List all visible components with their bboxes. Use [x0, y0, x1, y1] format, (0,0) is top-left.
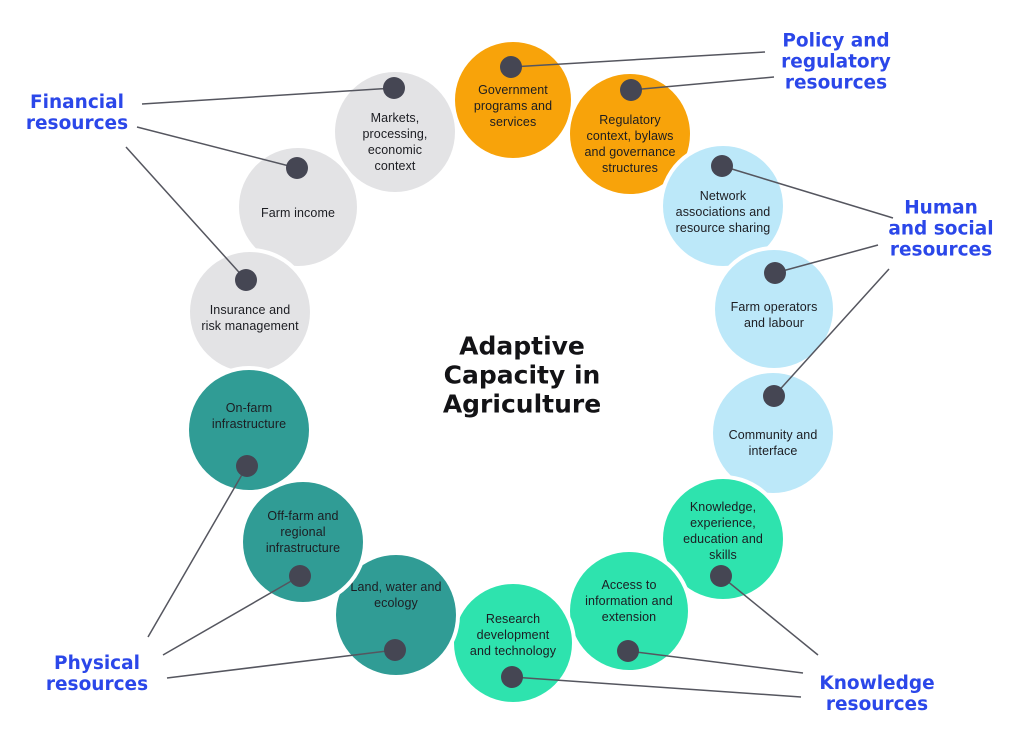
category-label-line: resources — [825, 694, 929, 715]
category-label-line: resources — [889, 239, 993, 261]
category-label-line: and social — [888, 218, 994, 240]
category-label-line: resources — [45, 674, 149, 695]
title-line-1: Adaptive — [459, 331, 585, 361]
category-label-line: Human — [904, 197, 978, 219]
category-label-line: Physical — [54, 653, 140, 674]
category-label-line: resources — [25, 113, 129, 134]
title-line-2: Capacity in — [443, 360, 601, 390]
category-label-line: regulatory — [781, 51, 891, 73]
title-line-3: Agriculture — [442, 389, 602, 419]
category-label-line: Knowledge — [819, 673, 935, 694]
category-label-line: resources — [784, 72, 888, 94]
diagram-title: Adaptive Capacity in Agriculture — [443, 332, 601, 419]
node-label-farm-income: Farm income — [260, 206, 336, 220]
category-label-line: Financial — [30, 92, 124, 113]
category-label-line: Policy and — [782, 30, 890, 52]
